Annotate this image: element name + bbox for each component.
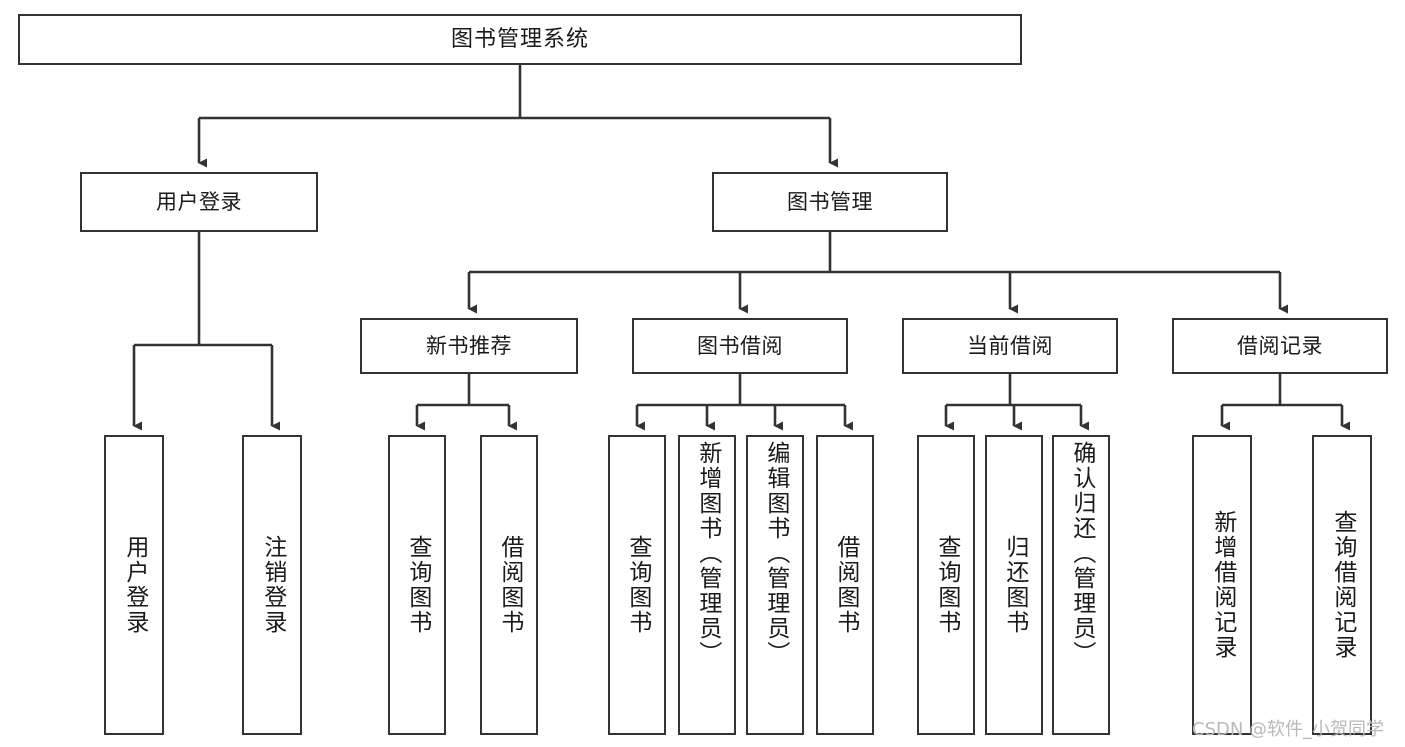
node-current-borrow[interactable]: 当前借阅 [902, 318, 1118, 374]
node-leaf-confirm-return-label: 确认归还（管理员） [1068, 441, 1095, 666]
node-leaf-user-login[interactable]: 用户登录 [104, 435, 164, 735]
node-leaf-return-book[interactable]: 归还图书 [985, 435, 1043, 735]
node-leaf-borrow-book-2[interactable]: 借阅图书 [816, 435, 874, 735]
node-leaf-logout-label: 注销登录 [259, 535, 286, 635]
node-leaf-logout[interactable]: 注销登录 [242, 435, 302, 735]
node-root-label: 图书管理系统 [450, 26, 589, 52]
node-leaf-edit-book-label: 编辑图书（管理员） [762, 441, 789, 666]
node-leaf-return-book-label: 归还图书 [1001, 535, 1028, 635]
node-book-manage-label: 图书管理 [787, 189, 873, 214]
node-book-borrow[interactable]: 图书借阅 [632, 318, 848, 374]
node-current-borrow-label: 当前借阅 [967, 333, 1053, 358]
node-leaf-borrow-book-1[interactable]: 借阅图书 [480, 435, 538, 735]
node-leaf-query-record-label: 查询借阅记录 [1329, 510, 1356, 660]
node-leaf-add-book[interactable]: 新增图书（管理员） [678, 435, 736, 735]
node-leaf-add-book-label: 新增图书（管理员） [694, 441, 721, 666]
node-leaf-borrow-book-2-label: 借阅图书 [832, 535, 859, 635]
node-new-book-rec-label: 新书推荐 [426, 333, 512, 358]
node-leaf-add-record-label: 新增借阅记录 [1209, 510, 1236, 660]
node-leaf-query-book-2[interactable]: 查询图书 [608, 435, 666, 735]
node-leaf-query-book-1-label: 查询图书 [404, 535, 431, 635]
node-leaf-query-book-1[interactable]: 查询图书 [388, 435, 446, 735]
node-user-login[interactable]: 用户登录 [80, 172, 318, 232]
csdn-watermark: CSDN @软件_小贺同学 [1192, 719, 1385, 740]
node-leaf-query-book-3-label: 查询图书 [933, 535, 960, 635]
node-root[interactable]: 图书管理系统 [18, 14, 1022, 65]
node-leaf-query-book-2-label: 查询图书 [624, 535, 651, 635]
node-leaf-user-login-label: 用户登录 [121, 535, 148, 635]
node-leaf-edit-book[interactable]: 编辑图书（管理员） [746, 435, 804, 735]
node-borrow-record[interactable]: 借阅记录 [1172, 318, 1388, 374]
node-leaf-borrow-book-1-label: 借阅图书 [496, 535, 523, 635]
node-leaf-query-book-3[interactable]: 查询图书 [917, 435, 975, 735]
node-new-book-rec[interactable]: 新书推荐 [360, 318, 578, 374]
node-leaf-add-record[interactable]: 新增借阅记录 [1192, 435, 1252, 735]
node-book-manage[interactable]: 图书管理 [712, 172, 948, 232]
node-leaf-query-record[interactable]: 查询借阅记录 [1312, 435, 1372, 735]
node-leaf-confirm-return[interactable]: 确认归还（管理员） [1052, 435, 1110, 735]
node-borrow-record-label: 借阅记录 [1237, 333, 1323, 358]
node-user-login-label: 用户登录 [156, 189, 242, 214]
node-book-borrow-label: 图书借阅 [697, 333, 783, 358]
